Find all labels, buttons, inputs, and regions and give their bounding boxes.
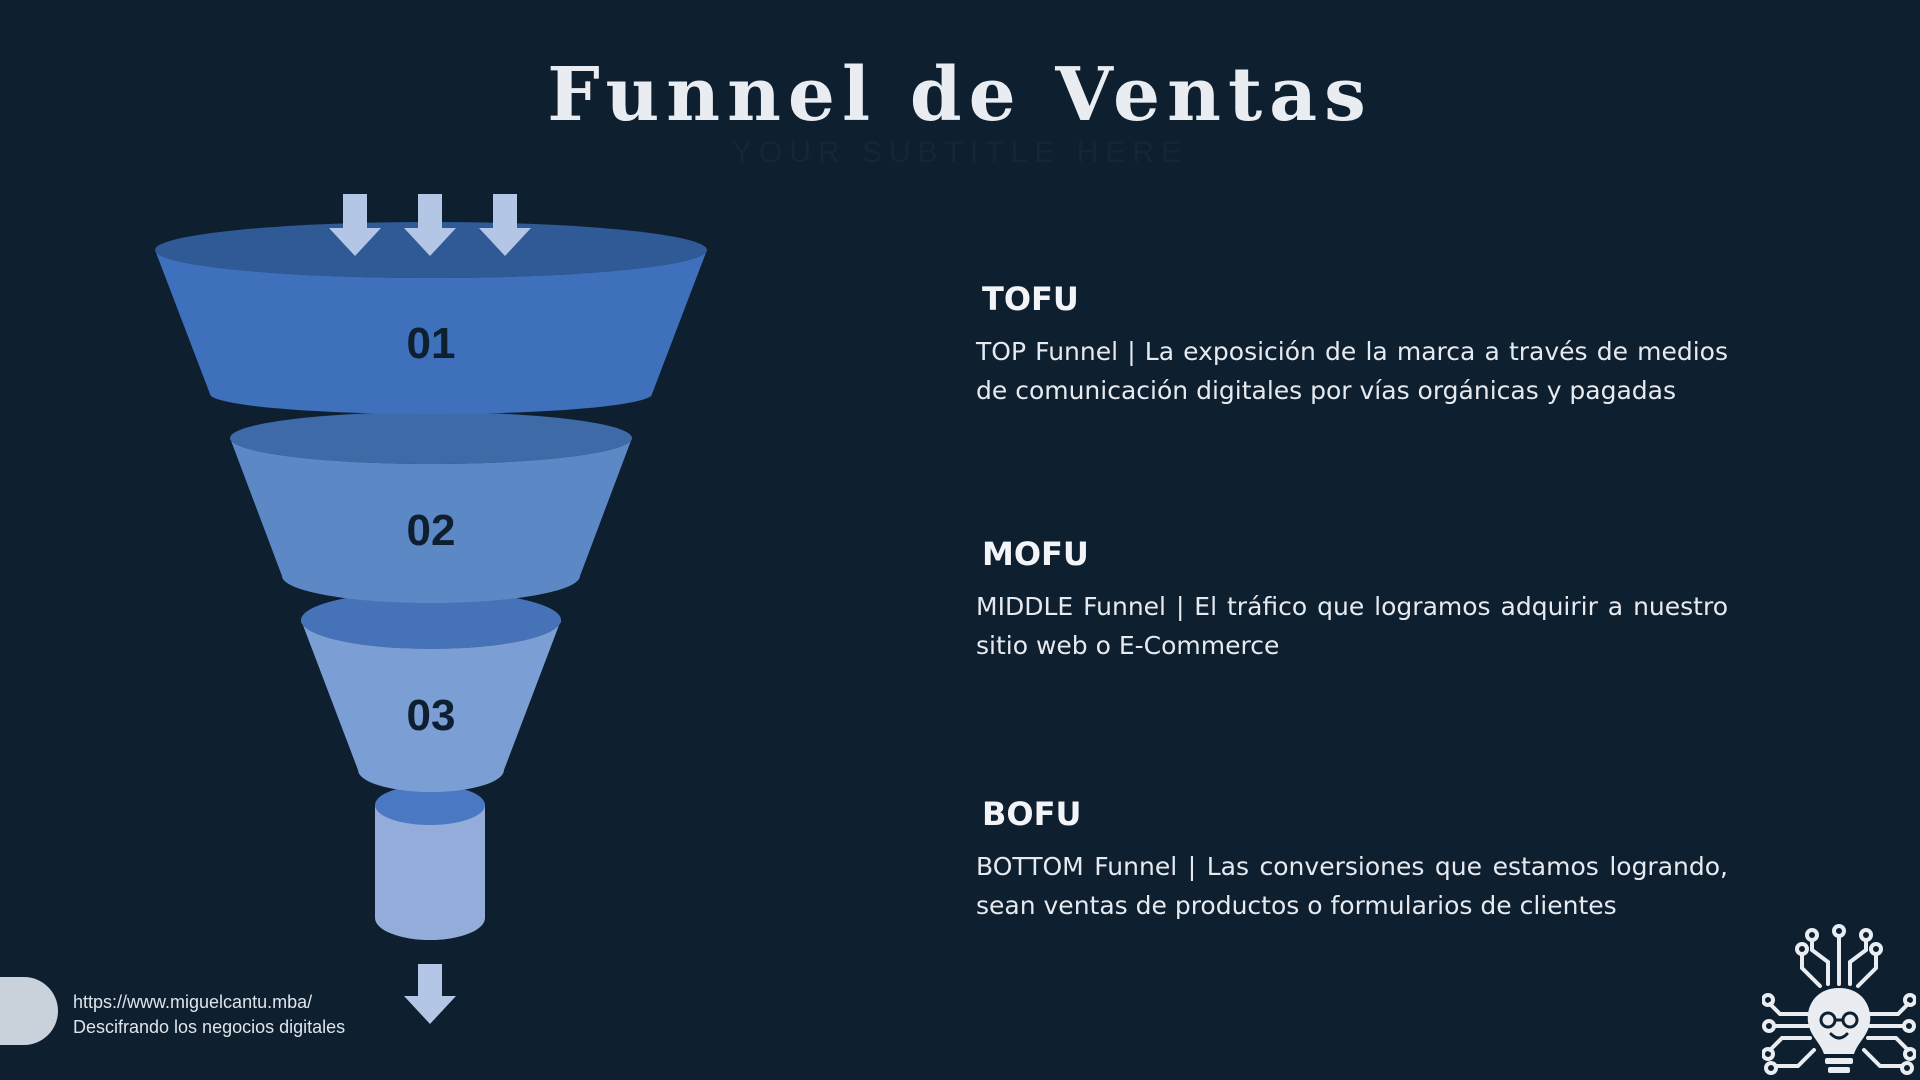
footer: https://www.miguelcantu.mba/ Descifrando… [73,990,345,1040]
stage-heading: BOFU [982,795,1082,833]
footer-url[interactable]: https://www.miguelcantu.mba/ [73,992,313,1012]
input-arrow-icon [329,194,381,256]
funnel-neck-body [375,805,485,940]
page-title: Funnel de Ventas [547,52,1373,138]
footer-tab [0,977,58,1045]
input-arrow-icon [404,194,456,256]
stage-description: TOP Funnel | La exposición de la marca a… [976,337,1728,405]
funnel-level-1-body [155,250,707,414]
funnel-level-3-body [301,620,561,792]
stage-tofu: TOFU TOP Funnel | La exposición de la ma… [976,280,1728,410]
funnel-level-2-label: 02 [407,506,456,555]
stage-description: MIDDLE Funnel | El tráfico que logramos … [976,592,1728,660]
input-arrow-icon [479,194,531,256]
stage-heading: TOFU [982,280,1079,318]
stage-description: BOTTOM Funnel | Las conversiones que est… [976,852,1728,920]
stage-mofu: MOFU MIDDLE Funnel | El tráfico que logr… [976,535,1728,665]
output-arrow-icon [404,964,456,1024]
footer-tagline: Descifrando los negocios digitales [73,1017,346,1037]
stage-heading: MOFU [982,535,1089,573]
stage-bofu: BOFU BOTTOM Funnel | Las conversiones qu… [976,795,1728,925]
page-subtitle: YOUR SUBTITLE HERE [731,136,1189,169]
funnel-diagram: 03 02 01 [155,194,707,1024]
funnel-level-2-top [230,412,632,464]
lightbulb-circuit-icon [1762,924,1916,1075]
funnel-level-3-top [301,591,561,649]
funnel-level-3-label: 03 [407,691,456,740]
funnel-level-1-label: 01 [407,319,456,368]
funnel-level-2-body [230,438,632,603]
funnel-neck-top [375,785,485,825]
